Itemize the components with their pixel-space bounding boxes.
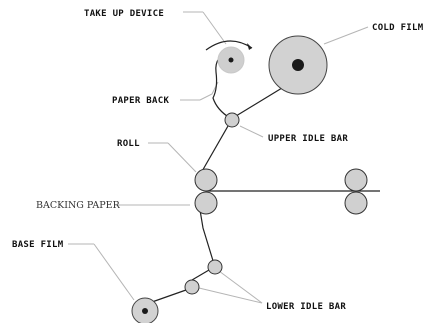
base-film-hub: [142, 308, 148, 314]
take-up-device-hub: [228, 57, 234, 63]
label-backing-paper: BACKING PAPER: [36, 200, 121, 211]
label-take-up-device: TAKE UP DEVICE: [84, 9, 164, 19]
cold-film-path: [235, 87, 283, 117]
leader-base-film-diag: [93, 243, 135, 301]
label-lower-idle-bar: LOWER IDLE BAR: [266, 302, 346, 312]
label-roll: ROLL: [117, 139, 140, 149]
leader-take-up-device-diag: [202, 11, 227, 45]
label-cold-film: COLD FILM: [372, 23, 424, 33]
base-film-path: [151, 289, 187, 303]
roll-bottom: [194, 191, 218, 215]
film-paths: [151, 40, 380, 303]
output-roll-bottom: [344, 191, 368, 215]
leader-roll-diag: [167, 142, 197, 173]
lower-idle-link-path: [191, 269, 210, 281]
lower-idle-bar-upper: [207, 259, 223, 275]
output-roll-top: [344, 168, 368, 192]
leader-lower-idle-bar-a: [218, 270, 263, 304]
upper-idle-bar: [224, 112, 240, 128]
components: [131, 35, 368, 323]
lower-idle-bar-lower: [184, 279, 200, 295]
roll-top: [194, 168, 218, 192]
backing-paper-path: [199, 209, 215, 265]
labels: TAKE UP DEVICE COLD FILM PAPER BACK UPPE…: [12, 9, 424, 312]
leader-lower-idle-bar-b: [198, 287, 263, 304]
leader-cold-film: [323, 26, 369, 45]
label-paper-back: PAPER BACK: [112, 96, 169, 106]
label-upper-idle-bar: UPPER IDLE BAR: [268, 134, 348, 144]
label-base-film: BASE FILM: [12, 240, 64, 250]
leader-upper-idle-bar: [239, 125, 264, 138]
cold-film-hub: [292, 59, 304, 71]
rotation-arrowhead: [247, 43, 252, 50]
leader-lines: [68, 11, 369, 304]
